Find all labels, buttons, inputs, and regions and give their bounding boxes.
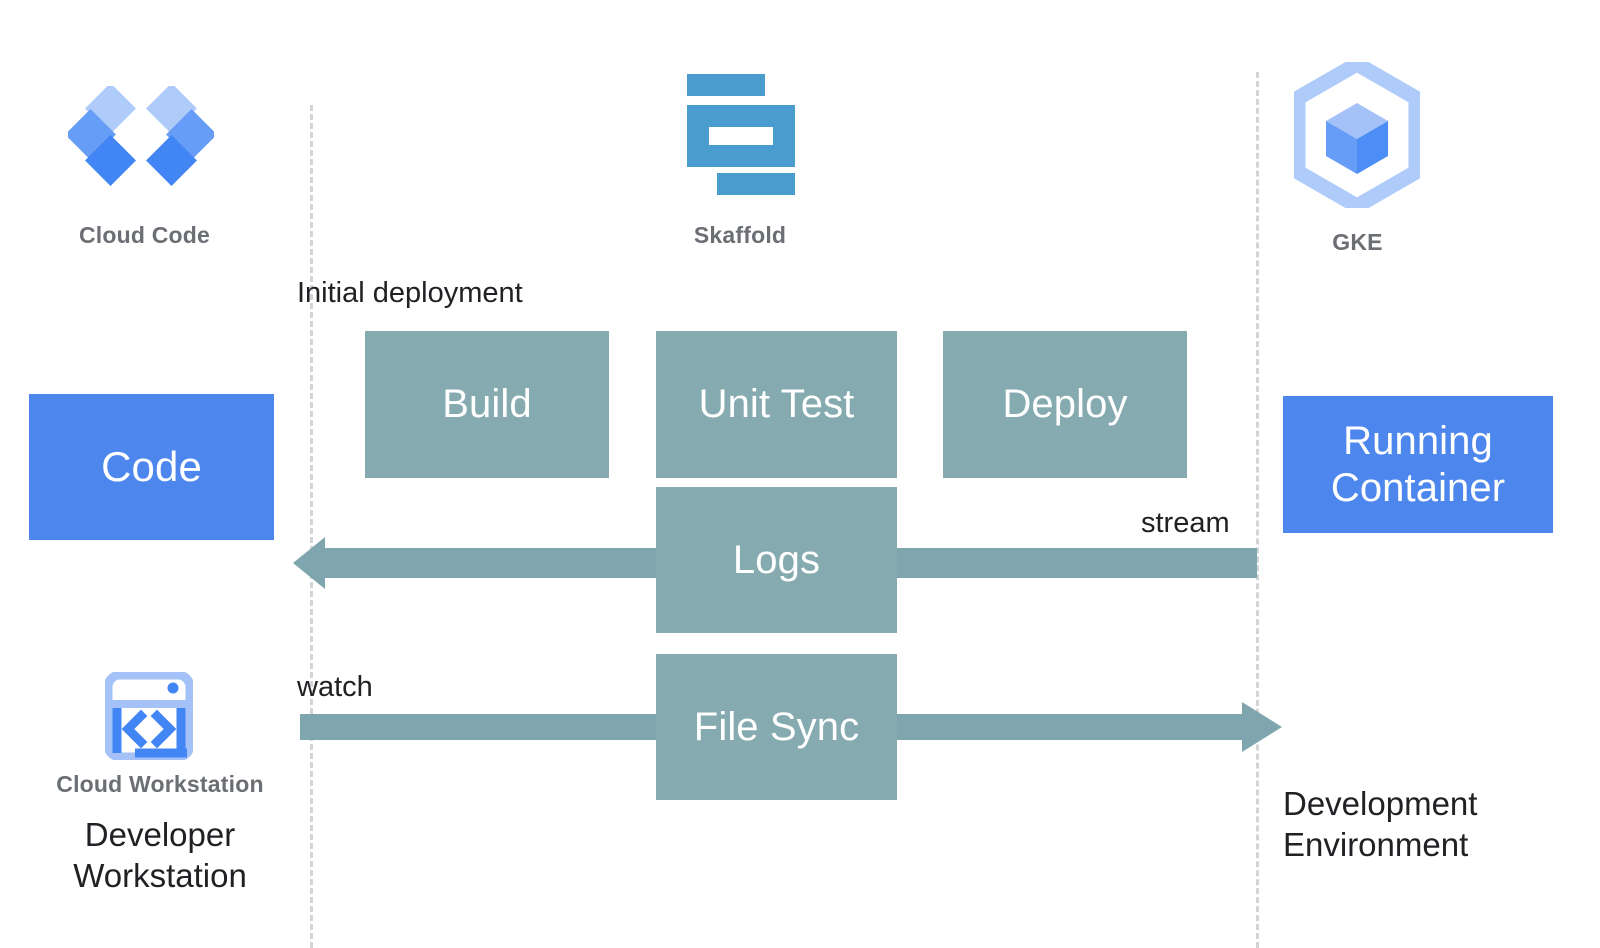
- skaffold-icon: [682, 74, 800, 195]
- skaffold-label: Skaffold: [693, 222, 787, 248]
- developer-workstation-caption: Developer Workstation: [25, 814, 295, 897]
- stage-box-unit-test[interactable]: Unit Test: [656, 331, 897, 478]
- code-box[interactable]: Code: [29, 394, 274, 540]
- running-container-box[interactable]: Running Container: [1283, 396, 1553, 533]
- boundary-line-left: [310, 105, 313, 948]
- cloud-workstation-label: Cloud Workstation: [56, 771, 264, 797]
- stage-box-file-sync[interactable]: File Sync: [656, 654, 897, 800]
- development-environment-line2: Environment: [1283, 826, 1469, 864]
- gke-icon: [1290, 56, 1424, 214]
- running-container-line1: Running: [1343, 419, 1493, 464]
- developer-workstation-line1: Developer: [84, 816, 236, 853]
- boundary-line-right: [1256, 72, 1259, 948]
- running-container-line2: Container: [1330, 465, 1506, 510]
- cloud-code-icon: [65, 83, 217, 198]
- stage-box-build[interactable]: Build: [365, 331, 609, 478]
- cloud-workstation-icon: [103, 670, 195, 762]
- gke-label: GKE: [1332, 229, 1383, 255]
- development-environment-line1: Development: [1283, 785, 1478, 822]
- stage-box-logs[interactable]: Logs: [656, 487, 897, 633]
- stream-label: stream: [1141, 507, 1230, 539]
- watch-label: watch: [297, 671, 373, 703]
- stage-box-deploy[interactable]: Deploy: [943, 331, 1187, 478]
- initial-deployment-label: Initial deployment: [297, 277, 523, 309]
- development-environment-caption: Development Environment: [1283, 783, 1573, 866]
- developer-workstation-line2: Workstation: [73, 857, 247, 895]
- cloud-code-label: Cloud Code: [78, 222, 211, 248]
